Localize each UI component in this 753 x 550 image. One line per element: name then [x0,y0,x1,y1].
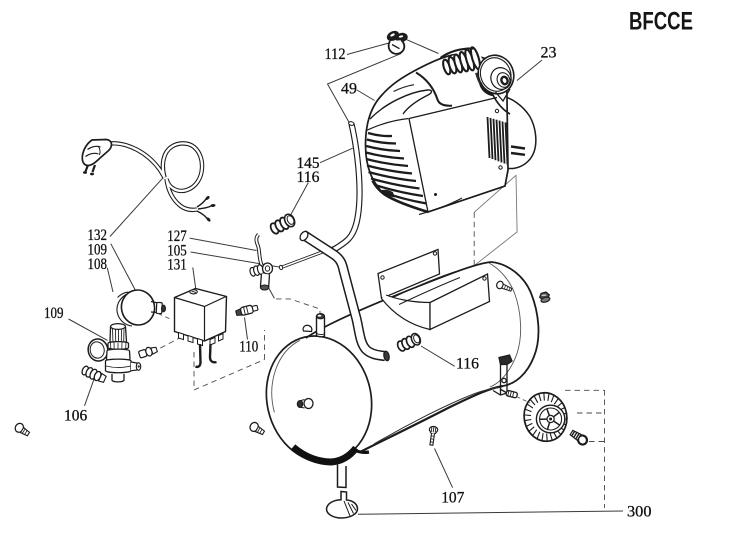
svg-text:49: 49 [341,81,357,98]
svg-text:BFCCE: BFCCE [629,8,693,36]
svg-text:131: 131 [167,257,187,274]
svg-text:127: 127 [167,228,187,245]
svg-text:23: 23 [541,45,557,62]
svg-text:132: 132 [88,227,108,244]
svg-text:112: 112 [325,46,346,63]
svg-text:300: 300 [627,504,652,521]
svg-text:107: 107 [441,489,464,506]
svg-text:116: 116 [456,356,479,373]
svg-text:109: 109 [88,241,108,258]
svg-text:106: 106 [64,408,87,425]
svg-text:110: 110 [239,339,258,356]
svg-text:105: 105 [167,242,187,259]
svg-text:108: 108 [88,256,108,273]
svg-text:145: 145 [297,155,320,172]
svg-text:109: 109 [44,305,64,322]
svg-text:116: 116 [297,169,320,186]
